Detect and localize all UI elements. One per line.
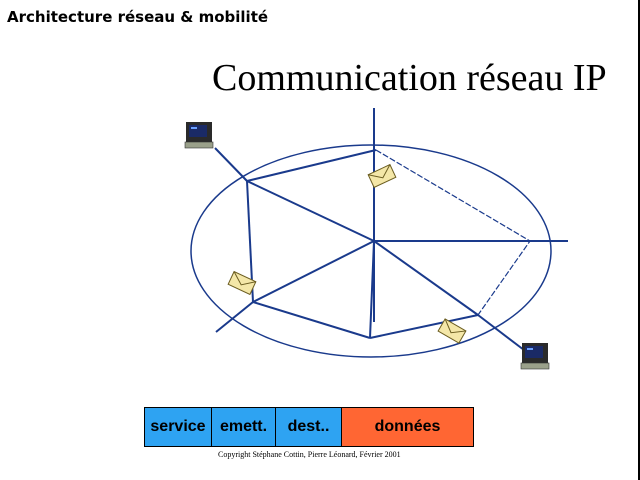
packet-field-sender: emett.: [211, 408, 275, 446]
right-border: [638, 30, 640, 480]
envelope-icon: [227, 270, 257, 296]
network-ellipse: [190, 144, 552, 358]
network-links: [214, 108, 568, 351]
packet-field-service: service: [145, 408, 211, 446]
ip-packet: service emett. dest.. données: [144, 407, 474, 447]
computer-icon: [184, 122, 214, 149]
packet-field-data: données: [341, 408, 473, 446]
packet-route: [375, 149, 531, 316]
header-bar: Architecture réseau & mobilité: [0, 0, 640, 30]
computer-icon: [520, 343, 550, 370]
header-title: Architecture réseau & mobilité: [7, 8, 269, 26]
packet-field-destination: dest..: [275, 408, 341, 446]
copyright-notice: Copyright Stéphane Cottin, Pierre Léonar…: [218, 450, 401, 459]
envelope-icon: [437, 318, 467, 344]
envelope-icon: [367, 163, 397, 189]
slide-title: Communication réseau IP: [212, 57, 607, 99]
